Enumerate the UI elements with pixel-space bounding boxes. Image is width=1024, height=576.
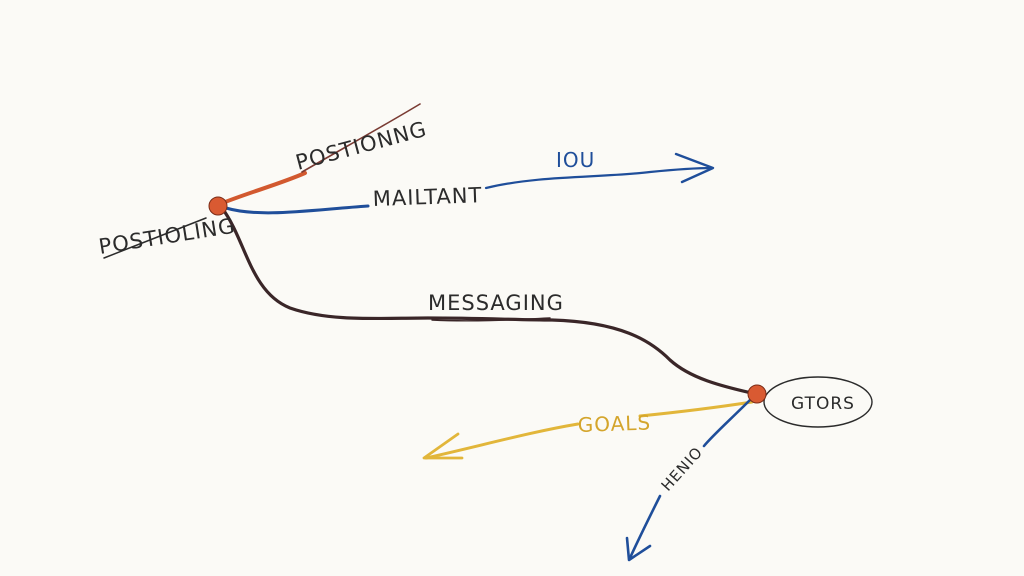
- underline-left: [103, 217, 207, 259]
- connector-blue-lower: [702, 394, 756, 448]
- connector-yellow: [638, 400, 754, 418]
- label-lower: HENIO: [658, 443, 707, 495]
- arrowhead-left: [422, 432, 464, 460]
- connector-blue-middle: [224, 204, 370, 215]
- underline-upper: [301, 103, 421, 173]
- node-left: [208, 196, 228, 216]
- connector-orange: [218, 171, 307, 206]
- label-far-right: IOU: [556, 148, 595, 172]
- label-center: MESSAGING: [428, 291, 564, 315]
- node-right: [747, 384, 767, 404]
- label-left-node: POSTIOLING: [97, 214, 237, 259]
- arrowhead-right: [674, 152, 715, 184]
- label-right-node: GTORS: [791, 394, 855, 414]
- underline-center: [431, 317, 551, 322]
- connector-main: [220, 206, 758, 396]
- label-yellow: GOALS: [577, 410, 651, 437]
- connector-yellow-tail: [424, 422, 580, 460]
- label-upper: POSTIONNG: [293, 117, 429, 175]
- node-outline-right: [763, 376, 873, 428]
- connector-blue-arrow: [484, 166, 714, 190]
- arrowhead-down: [625, 536, 652, 562]
- connector-blue-lower-tail: [628, 494, 662, 560]
- label-middle: MAILTANT: [372, 183, 482, 211]
